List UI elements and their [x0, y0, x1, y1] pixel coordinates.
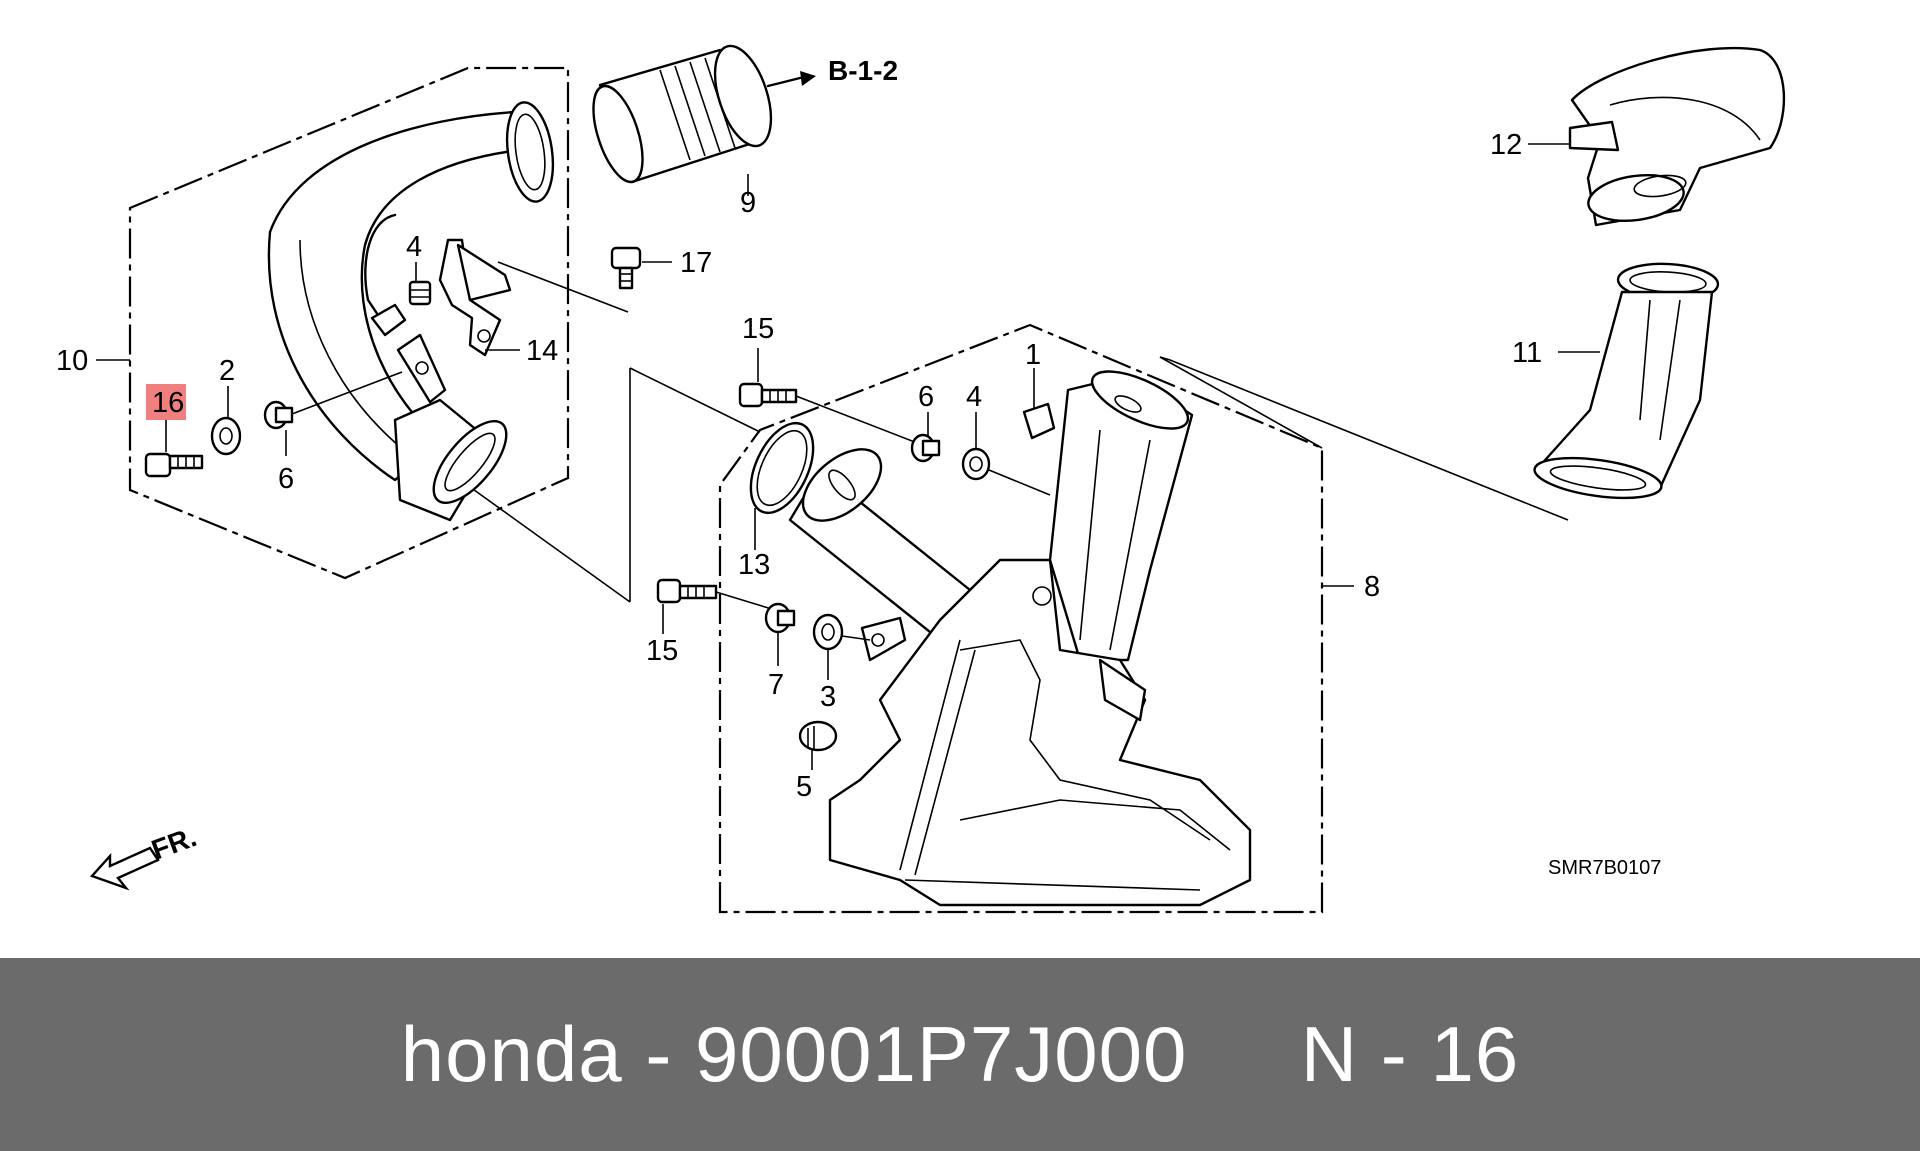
grommet-part-4-b[interactable]: [961, 447, 991, 481]
collar-part-7[interactable]: [764, 602, 796, 634]
callout-4-a: 4: [406, 231, 422, 263]
front-direction-arrow: FR.: [89, 821, 200, 891]
bolt-part-17[interactable]: [610, 246, 642, 290]
bolt-part-15-b[interactable]: [656, 578, 718, 604]
part-number-caption: honda - 90001P7J000 N - 16: [400, 1010, 1520, 1098]
leader-4-b: [988, 469, 1051, 496]
air-intake-diagram-svg: FR. 10 16 2 6 4 14 17 9 B-1-2 15: [56, 39, 1786, 914]
collar-part-6-a[interactable]: [263, 400, 294, 430]
leader-15-a: [795, 395, 926, 447]
callout-3: 3: [820, 681, 836, 713]
callout-labels: 10 16 2 6 4 14 17 9 B-1-2 15 6 4 1 13 15…: [56, 55, 1661, 879]
leader-15-b: [715, 591, 776, 611]
callout-9: 9: [740, 187, 756, 219]
callout-15-b: 15: [646, 635, 678, 667]
callout-leaders: [96, 143, 1600, 770]
duct-part-11[interactable]: [1532, 261, 1720, 504]
callout-4-b: 4: [966, 381, 982, 413]
grommet-part-5[interactable]: [798, 720, 838, 752]
pad-part-1[interactable]: [1022, 402, 1056, 440]
leader-17-bracket: [497, 261, 629, 313]
callout-6-b: 6: [918, 381, 934, 413]
parts-diagram: FR. 10 16 2 6 4 14 17 9 B-1-2 15: [56, 39, 1786, 914]
connector-line-1: [629, 367, 761, 433]
inlet-scoop-part-12[interactable]: [1568, 46, 1786, 227]
grommet-part-3[interactable]: [812, 613, 844, 651]
callout-10: 10: [56, 345, 88, 377]
resonator-part-8[interactable]: [788, 360, 1252, 907]
callout-13: 13: [738, 549, 770, 581]
assembly-outline-10: [128, 66, 570, 580]
bolt-part-15-a[interactable]: [738, 382, 798, 408]
duct-part-9[interactable]: [584, 39, 782, 188]
ref-label: B-1-2: [828, 55, 898, 86]
fr-label: FR.: [147, 821, 200, 866]
bracket-part-14[interactable]: [364, 213, 512, 357]
leader-6-a: [291, 371, 403, 415]
callout-7: 7: [768, 669, 784, 701]
bolt-part-16[interactable]: [144, 452, 204, 478]
grommet-part-2[interactable]: [210, 416, 242, 456]
drawing-code: SMR7B0107: [1548, 857, 1661, 879]
collar-part-6-b[interactable]: [910, 433, 941, 463]
callout-15-a: 15: [742, 313, 774, 345]
highlight-box-16: [146, 384, 186, 420]
callout-1: 1: [1025, 339, 1041, 371]
callout-2: 2: [219, 355, 235, 387]
connector-line-4: [1159, 356, 1569, 521]
callout-17: 17: [680, 247, 712, 279]
callout-11: 11: [1512, 337, 1542, 369]
intake-hose-part-10[interactable]: [267, 99, 559, 522]
ref-arrow: [766, 71, 816, 88]
connector-line-2: [469, 486, 631, 603]
connector-line-5: [1159, 356, 1323, 449]
callout-6-a: 6: [278, 463, 294, 495]
grommet-part-4-a[interactable]: [408, 280, 432, 306]
callout-8: 8: [1364, 571, 1380, 603]
callout-14: 14: [526, 335, 558, 367]
leader-3: [841, 635, 871, 641]
oring-part-13[interactable]: [738, 414, 826, 523]
callout-5: 5: [796, 771, 812, 803]
footer-bar: honda - 90001P7J000 N - 16: [0, 958, 1920, 1151]
callout-16: 16: [152, 387, 184, 419]
assembly-outline-8: [718, 323, 1324, 914]
callout-12: 12: [1490, 129, 1522, 161]
